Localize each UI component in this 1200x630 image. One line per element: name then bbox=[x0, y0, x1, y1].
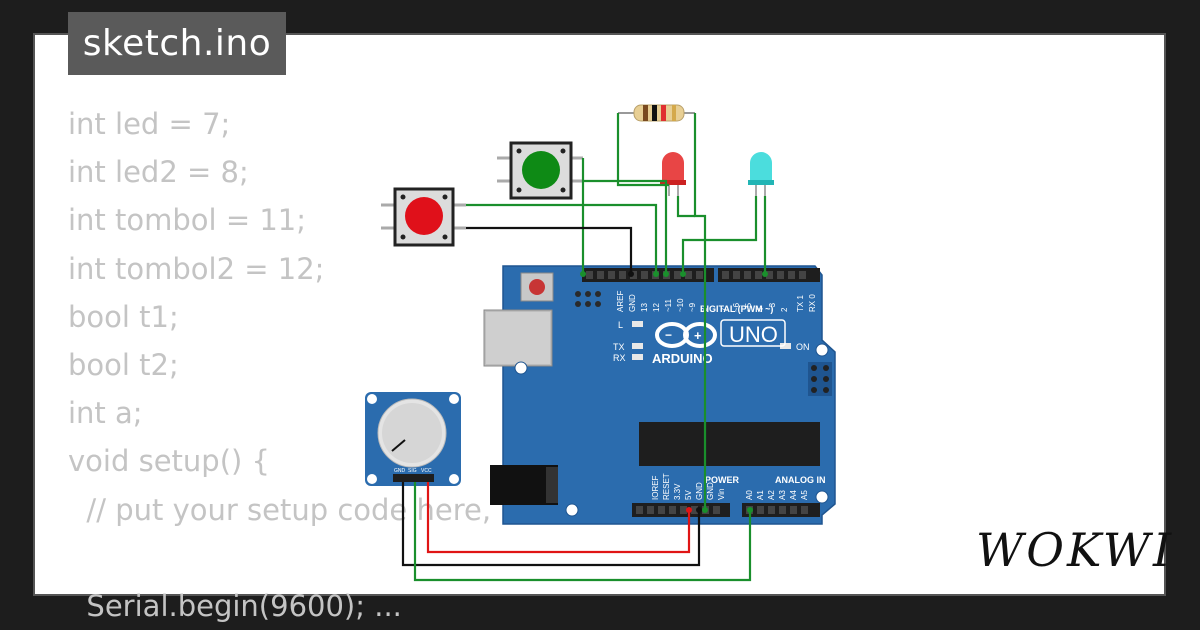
led-label-tx: TX bbox=[613, 342, 625, 352]
pin-label: AREF bbox=[616, 291, 625, 312]
board-logo-text: ARDUINO bbox=[652, 351, 713, 366]
power-header-label: POWER bbox=[705, 475, 740, 485]
code-line: Serial.begin(9600); ... bbox=[68, 588, 402, 623]
wire-endpoints bbox=[580, 271, 768, 513]
reset-button[interactable] bbox=[520, 272, 554, 302]
pin-label: 12 bbox=[652, 303, 661, 312]
code-line: void setup() { bbox=[68, 444, 270, 479]
led-label-l: L bbox=[618, 320, 623, 330]
pin-label: GND bbox=[706, 482, 715, 500]
pin-label: RESET bbox=[662, 473, 671, 500]
code-line: int led2 = 8; bbox=[68, 155, 249, 190]
pin-label: RX 0 bbox=[808, 294, 817, 312]
pin-label: GND bbox=[695, 482, 704, 500]
led-label-rx: RX bbox=[613, 353, 626, 363]
code-line: int a; bbox=[68, 396, 143, 431]
code-line: int tombol2 = 12; bbox=[68, 251, 325, 286]
analog-header-label: ANALOG IN bbox=[775, 475, 826, 485]
microcontroller-chip bbox=[639, 422, 820, 466]
cyan-led[interactable] bbox=[748, 152, 774, 196]
pot-pin-label: VCC bbox=[421, 468, 432, 474]
pin-label: A5 bbox=[800, 490, 809, 500]
code-line: int led = 7; bbox=[68, 107, 231, 141]
wokwi-brand-logo: WOKWI bbox=[976, 523, 1175, 577]
arduino-uno-board[interactable]: AREF GND 13 12 ~11 ~10 ~9 8 7 ~6 ~5 4 ~3… bbox=[483, 265, 836, 525]
wires bbox=[401, 113, 767, 582]
arduino-logo-icon bbox=[655, 322, 717, 348]
red-pushbutton[interactable] bbox=[381, 187, 466, 247]
pin-label: ~3 bbox=[768, 302, 777, 312]
digital-header-label: DIGITAL (PWM ~) bbox=[700, 304, 773, 314]
pin-label: ~6 bbox=[732, 302, 741, 312]
red-led[interactable] bbox=[660, 152, 686, 196]
svg-text:−: − bbox=[665, 328, 672, 342]
green-pushbutton[interactable] bbox=[497, 141, 583, 200]
pin-label: ~9 bbox=[688, 302, 697, 312]
sketch-filename-title: sketch.ino bbox=[68, 12, 286, 75]
pin-label: GND bbox=[628, 294, 637, 312]
pin-label: IOREF bbox=[651, 475, 660, 500]
code-line: bool t1; bbox=[68, 299, 179, 334]
pin-label: A3 bbox=[778, 490, 787, 500]
led-label-on: ON bbox=[796, 342, 810, 352]
pot-pin-label: GND bbox=[394, 468, 406, 474]
pin-label: Vin bbox=[717, 489, 726, 500]
pin-label: A1 bbox=[756, 490, 765, 500]
pin-label: A4 bbox=[789, 490, 798, 500]
svg-text:+: + bbox=[694, 328, 702, 343]
button-cap[interactable] bbox=[405, 197, 443, 235]
code-line: int tombol = 11; bbox=[68, 203, 307, 238]
potentiometer-knob[interactable] bbox=[382, 403, 442, 463]
pin-label: TX 1 bbox=[796, 295, 805, 312]
pot-pin-label: SIG bbox=[408, 468, 417, 474]
pin-label: 4 bbox=[756, 307, 765, 312]
button-cap[interactable] bbox=[522, 151, 560, 189]
code-line: bool t2; bbox=[68, 347, 179, 382]
pin-label: 2 bbox=[780, 307, 789, 312]
board-model-text: UNO bbox=[729, 322, 778, 347]
pin-label: ~5 bbox=[744, 302, 753, 312]
resistor[interactable] bbox=[618, 104, 695, 122]
pin-label: ~11 bbox=[664, 298, 673, 312]
pin-label: A2 bbox=[767, 490, 776, 500]
pin-label: 13 bbox=[640, 303, 649, 312]
pin-label: A0 bbox=[745, 490, 754, 500]
pin-label: 5V bbox=[684, 490, 693, 500]
pin-label: ~10 bbox=[676, 298, 685, 312]
potentiometer-module[interactable]: GND SIG VCC bbox=[365, 392, 461, 486]
pin-label: 3.3V bbox=[673, 483, 682, 500]
code-editor: int led = 7; int led2 = 8; int tombol = 11… bbox=[68, 100, 491, 630]
pin-label: 7 bbox=[720, 307, 729, 312]
